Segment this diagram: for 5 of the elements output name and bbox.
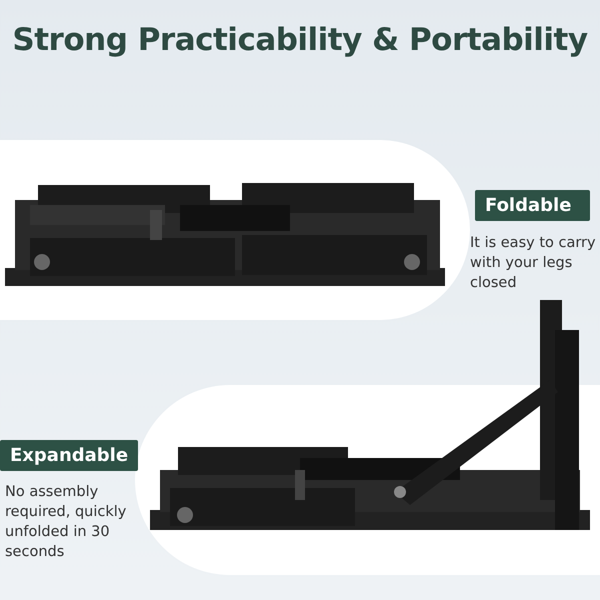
description-text: No assembly required, quickly unfolded in 30 seconds <box>5 483 128 562</box>
label-badge: Foldable <box>475 190 590 221</box>
label-badge: Expandable <box>0 440 138 471</box>
description-text: It is easy to carry with your legs closed <box>470 234 597 293</box>
title: Strong Practicability & Portability <box>11 22 589 58</box>
